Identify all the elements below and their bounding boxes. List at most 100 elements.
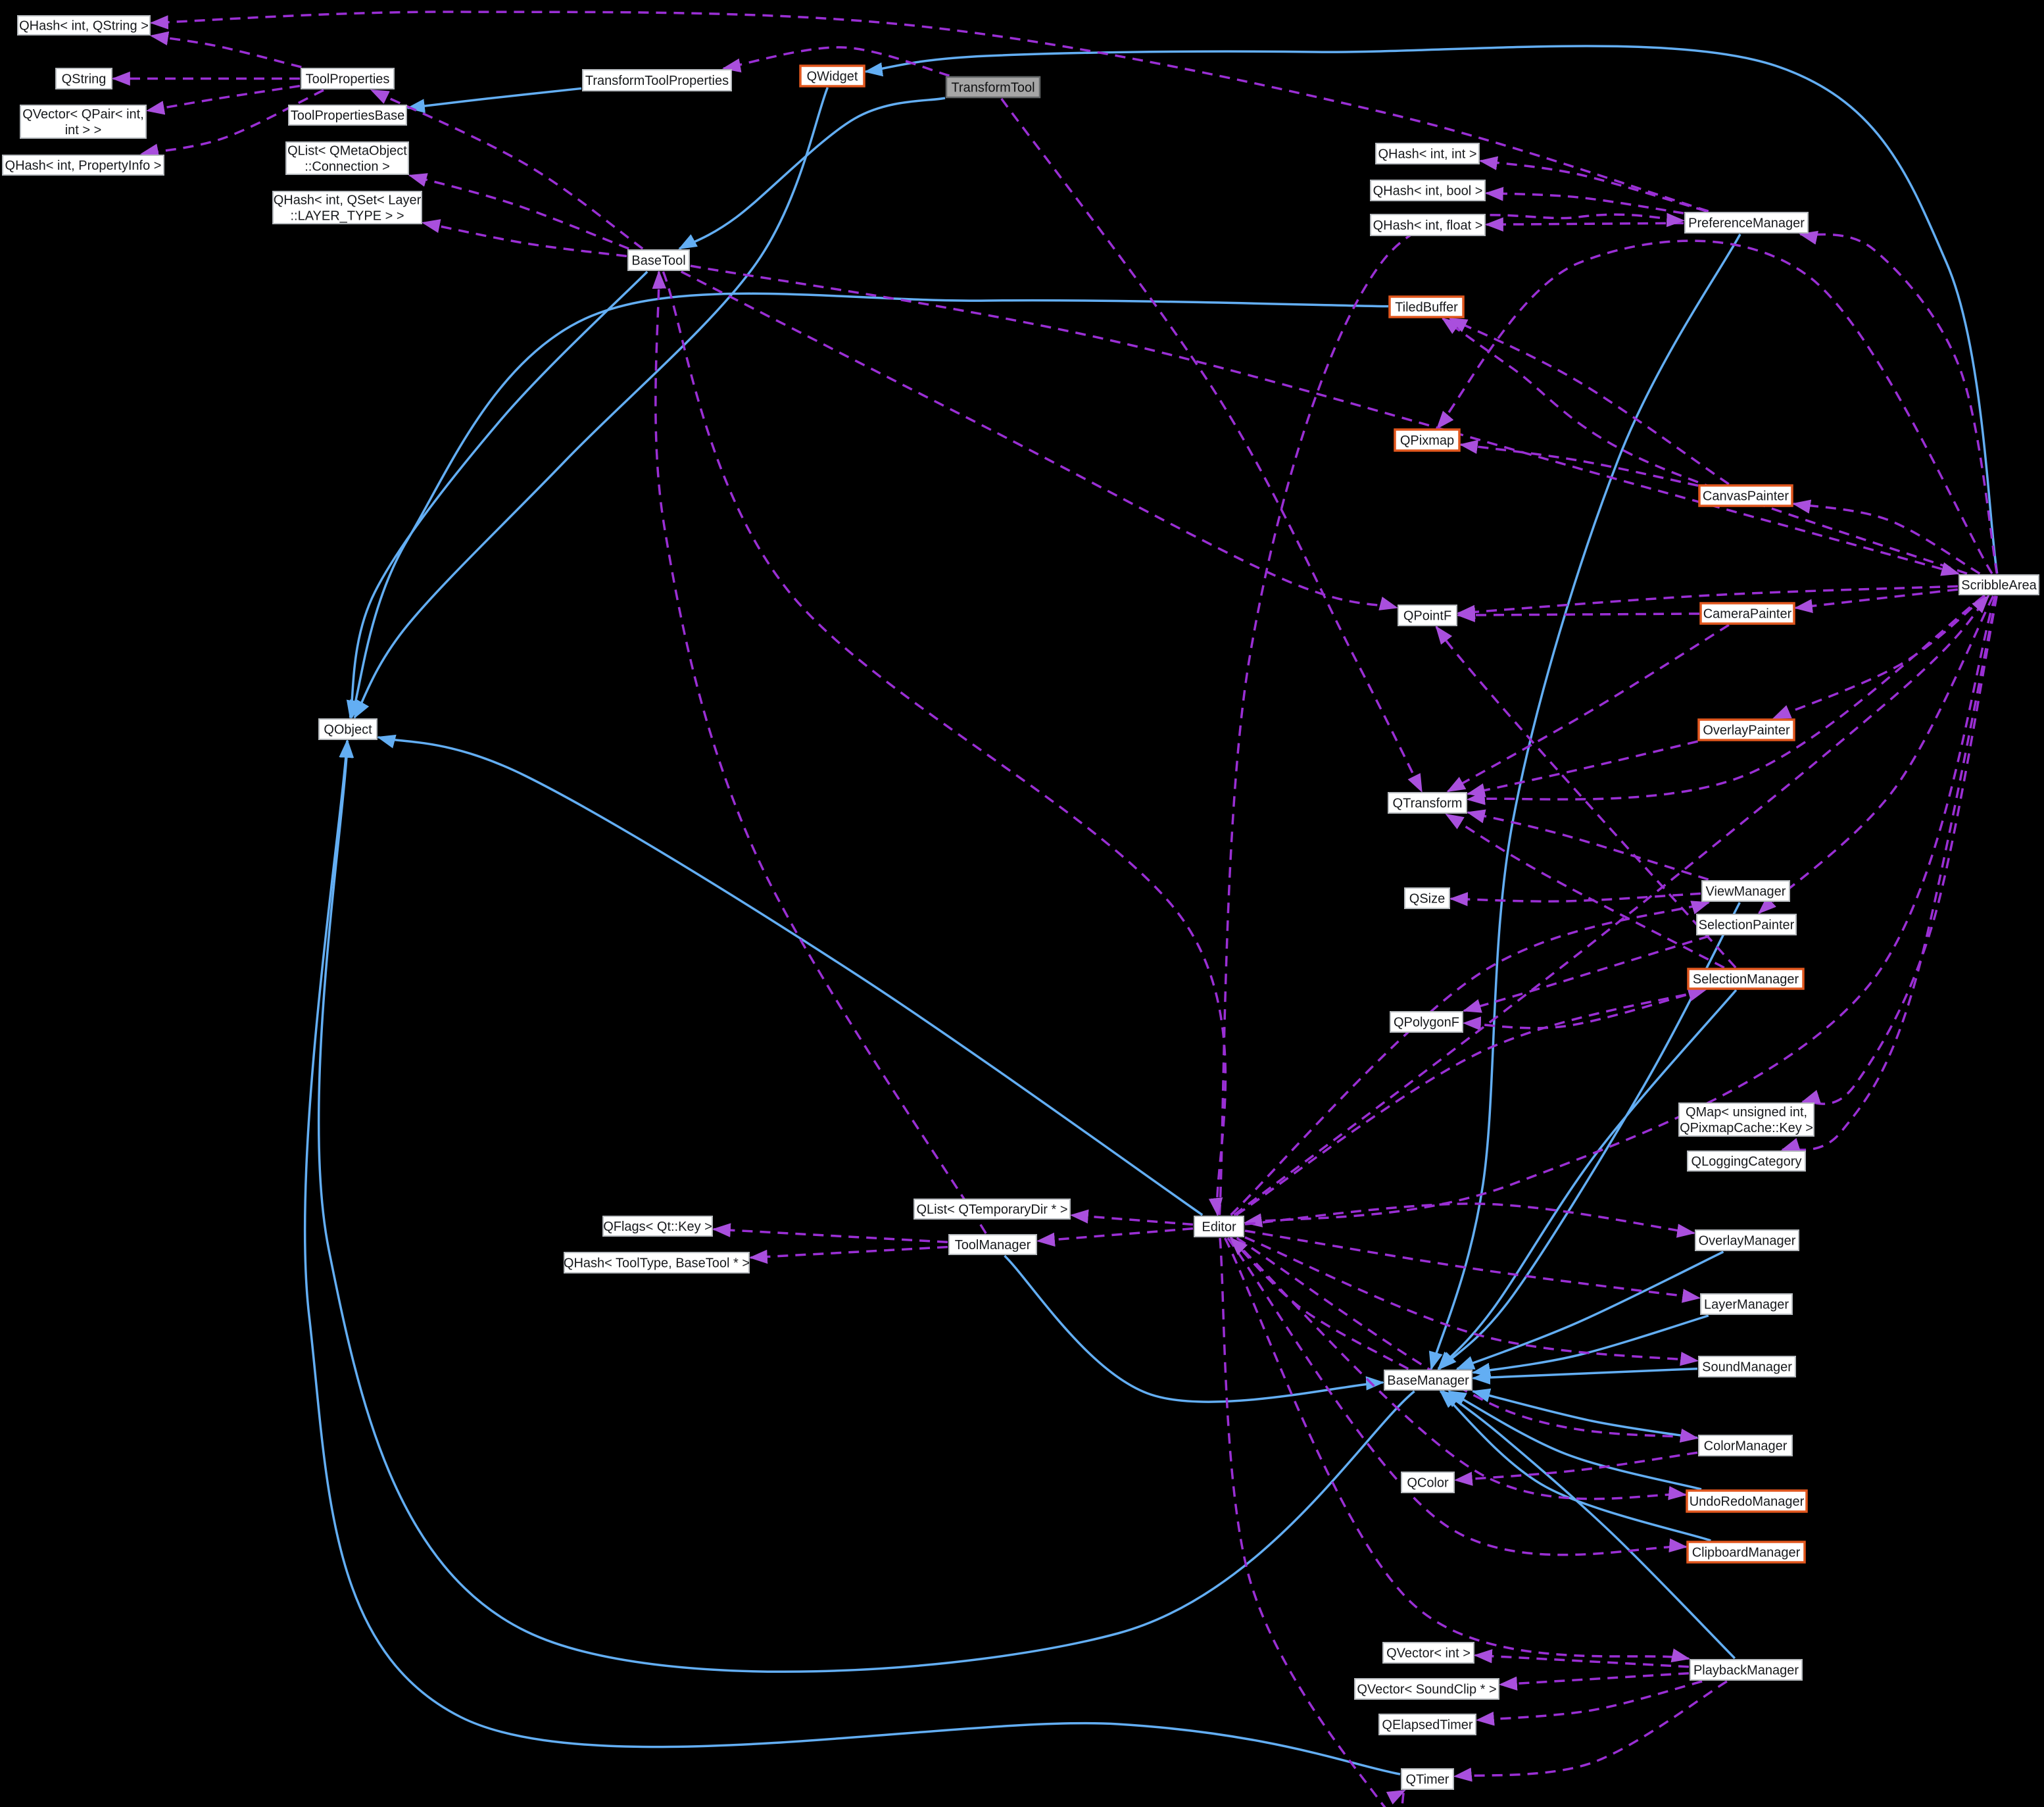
node-box-qlist_qmetaobject[interactable] bbox=[285, 141, 409, 175]
node-qobject[interactable]: QObject bbox=[318, 718, 377, 740]
node-preferencemanager[interactable]: PreferenceManager bbox=[1684, 212, 1809, 234]
node-overlaypainter[interactable]: OverlayPainter bbox=[1697, 718, 1795, 741]
node-canvaspainter[interactable]: CanvasPainter bbox=[1698, 484, 1793, 507]
node-qloggingcategory[interactable]: QLoggingCategory bbox=[1687, 1151, 1806, 1172]
node-qhash_int_int[interactable]: QHash< int, int > bbox=[1375, 143, 1480, 164]
node-box-qobject[interactable] bbox=[318, 718, 377, 740]
node-scribblearea[interactable]: ScribbleArea bbox=[1959, 574, 2039, 595]
node-box-qpolygonf[interactable] bbox=[1390, 1011, 1463, 1033]
node-playbackmanager[interactable]: PlaybackManager bbox=[1690, 1659, 1803, 1681]
node-box-colormanager[interactable] bbox=[1698, 1435, 1793, 1456]
node-box-qlist_qtemporarydir[interactable] bbox=[913, 1199, 1071, 1220]
node-layermanager[interactable]: LayerManager bbox=[1700, 1293, 1793, 1315]
node-box-transformtoolproperties[interactable] bbox=[582, 69, 732, 91]
node-box-camerapainter[interactable] bbox=[1699, 602, 1795, 625]
node-undoredomanager[interactable]: UndoRedoManager bbox=[1686, 1489, 1808, 1513]
node-box-layermanager[interactable] bbox=[1700, 1293, 1793, 1315]
node-box-qhash_int_int[interactable] bbox=[1375, 143, 1480, 164]
node-qhash_tooltype[interactable]: QHash< ToolType, BaseTool * > bbox=[564, 1252, 750, 1274]
node-qflags_qtkey[interactable]: QFlags< Qt::Key > bbox=[602, 1216, 713, 1237]
node-colormanager[interactable]: ColorManager bbox=[1698, 1435, 1793, 1456]
node-tiledbuffer[interactable]: TiledBuffer bbox=[1388, 295, 1465, 318]
node-qhash_int_qstring[interactable]: QHash< int, QString > bbox=[17, 15, 151, 36]
node-qtimer[interactable]: QTimer bbox=[1401, 1768, 1454, 1790]
node-editor[interactable]: Editor bbox=[1194, 1216, 1244, 1237]
node-toolpropertiesbase[interactable]: ToolPropertiesBase bbox=[288, 105, 407, 126]
node-box-toolproperties[interactable] bbox=[301, 68, 395, 89]
node-camerapainter[interactable]: CameraPainter bbox=[1699, 602, 1795, 625]
node-qtransform[interactable]: QTransform bbox=[1388, 792, 1467, 814]
node-box-qsize[interactable] bbox=[1404, 887, 1450, 909]
node-selectionpainter[interactable]: SelectionPainter bbox=[1696, 914, 1797, 935]
node-box-qtransform[interactable] bbox=[1388, 792, 1467, 814]
node-box-qvector_qpair[interactable] bbox=[20, 105, 147, 139]
node-qlist_qmetaobject[interactable]: QList< QMetaObject::Connection > bbox=[285, 141, 409, 175]
node-qlist_qtemporarydir[interactable]: QList< QTemporaryDir * > bbox=[913, 1199, 1071, 1220]
node-transformtool[interactable]: TransformTool bbox=[945, 76, 1041, 99]
node-box-qvector_soundclip[interactable] bbox=[1354, 1678, 1499, 1700]
node-box-qpixmap[interactable] bbox=[1394, 428, 1461, 452]
node-transformtoolproperties[interactable]: TransformToolProperties bbox=[582, 69, 732, 91]
node-box-basemanager[interactable] bbox=[1384, 1370, 1472, 1391]
node-box-editor[interactable] bbox=[1194, 1216, 1244, 1237]
node-box-undoredomanager[interactable] bbox=[1686, 1489, 1808, 1513]
node-box-scribblearea[interactable] bbox=[1959, 574, 2039, 595]
node-box-clipboardmanager[interactable] bbox=[1686, 1541, 1806, 1564]
node-viewmanager[interactable]: ViewManager bbox=[1701, 880, 1790, 902]
node-qelapsedtimer[interactable]: QElapsedTimer bbox=[1378, 1714, 1476, 1735]
node-soundmanager[interactable]: SoundManager bbox=[1698, 1356, 1796, 1377]
node-box-qhash_int_float[interactable] bbox=[1370, 214, 1486, 236]
node-selectionmanager[interactable]: SelectionManager bbox=[1687, 968, 1805, 990]
node-box-qhash_int_bool[interactable] bbox=[1370, 180, 1486, 201]
node-qstring[interactable]: QString bbox=[55, 68, 112, 89]
node-qmap_pixmapcache[interactable]: QMap< unsigned int,QPixmapCache::Key > bbox=[1678, 1102, 1814, 1137]
node-box-qhash_tooltype[interactable] bbox=[564, 1252, 750, 1274]
node-qpixmap[interactable]: QPixmap bbox=[1394, 428, 1461, 452]
node-box-overlaymanager[interactable] bbox=[1695, 1229, 1799, 1251]
node-qvector_soundclip[interactable]: QVector< SoundClip * > bbox=[1354, 1678, 1499, 1700]
node-qpolygonf[interactable]: QPolygonF bbox=[1390, 1011, 1463, 1033]
node-box-soundmanager[interactable] bbox=[1698, 1356, 1796, 1377]
node-qvector_qpair[interactable]: QVector< QPair< int,int > > bbox=[20, 105, 147, 139]
node-box-playbackmanager[interactable] bbox=[1690, 1659, 1803, 1681]
node-box-qloggingcategory[interactable] bbox=[1687, 1151, 1806, 1172]
node-box-qhash_layertype[interactable] bbox=[272, 191, 422, 224]
node-box-qstring[interactable] bbox=[55, 68, 112, 89]
node-basemanager[interactable]: BaseManager bbox=[1384, 1370, 1472, 1391]
node-box-qflags_qtkey[interactable] bbox=[602, 1216, 713, 1237]
node-box-selectionmanager[interactable] bbox=[1687, 968, 1805, 990]
node-clipboardmanager[interactable]: ClipboardManager bbox=[1686, 1541, 1806, 1564]
node-box-tiledbuffer[interactable] bbox=[1388, 295, 1465, 318]
node-box-toolmanager[interactable] bbox=[948, 1234, 1037, 1255]
node-box-qhash_int_qstring[interactable] bbox=[17, 15, 151, 36]
node-overlaymanager[interactable]: OverlayManager bbox=[1695, 1229, 1799, 1251]
node-box-qpointf[interactable] bbox=[1398, 605, 1457, 626]
node-box-selectionpainter[interactable] bbox=[1696, 914, 1797, 935]
node-basetool[interactable]: BaseTool bbox=[627, 249, 690, 271]
node-box-qmap_pixmapcache[interactable] bbox=[1678, 1102, 1814, 1137]
node-box-qtimer[interactable] bbox=[1401, 1768, 1454, 1790]
node-box-qhash_int_propertyinfo[interactable] bbox=[2, 155, 164, 176]
node-box-canvaspainter[interactable] bbox=[1698, 484, 1793, 507]
node-qpointf[interactable]: QPointF bbox=[1398, 605, 1457, 626]
node-box-qwidget[interactable] bbox=[799, 64, 865, 87]
node-qhash_layertype[interactable]: QHash< int, QSet< Layer::LAYER_TYPE > > bbox=[272, 191, 422, 224]
node-box-toolpropertiesbase[interactable] bbox=[288, 105, 407, 126]
node-box-qelapsedtimer[interactable] bbox=[1378, 1714, 1476, 1735]
node-qwidget[interactable]: QWidget bbox=[799, 64, 865, 87]
node-toolmanager[interactable]: ToolManager bbox=[948, 1234, 1037, 1255]
node-box-overlaypainter[interactable] bbox=[1697, 718, 1795, 741]
node-toolproperties[interactable]: ToolProperties bbox=[301, 68, 395, 89]
node-qcolor[interactable]: QColor bbox=[1401, 1472, 1455, 1493]
node-box-viewmanager[interactable] bbox=[1701, 880, 1790, 902]
node-box-basetool[interactable] bbox=[627, 249, 690, 271]
node-qvector_int[interactable]: QVector< int > bbox=[1382, 1642, 1474, 1664]
node-box-qvector_int[interactable] bbox=[1382, 1642, 1474, 1664]
node-qhash_int_propertyinfo[interactable]: QHash< int, PropertyInfo > bbox=[2, 155, 164, 176]
node-box-transformtool[interactable] bbox=[945, 76, 1041, 99]
node-box-preferencemanager[interactable] bbox=[1684, 212, 1809, 234]
node-box-qcolor[interactable] bbox=[1401, 1472, 1455, 1493]
node-qhash_int_float[interactable]: QHash< int, float > bbox=[1370, 214, 1486, 236]
node-qhash_int_bool[interactable]: QHash< int, bool > bbox=[1370, 180, 1486, 201]
node-qsize[interactable]: QSize bbox=[1404, 887, 1450, 909]
